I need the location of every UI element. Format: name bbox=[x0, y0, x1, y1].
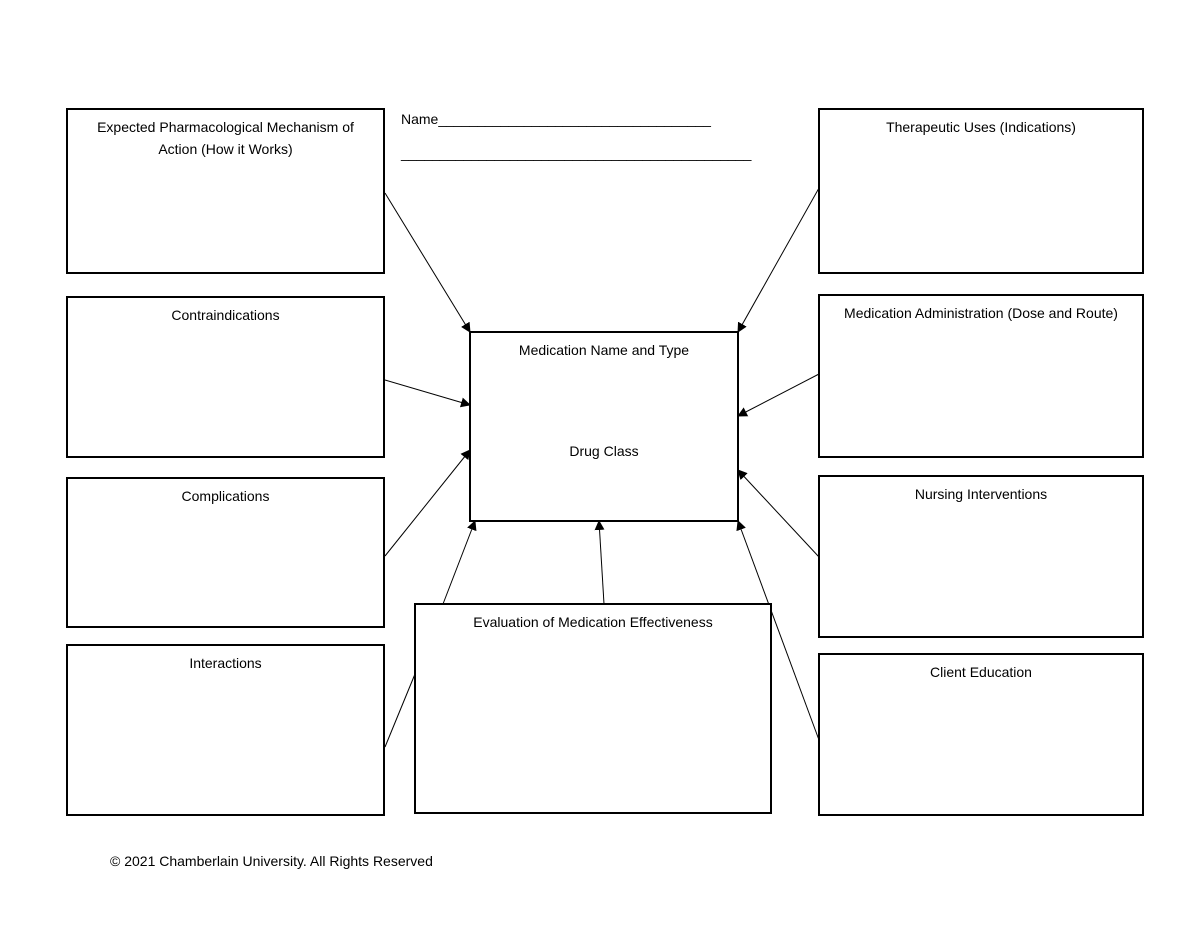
arrow-interactions bbox=[384, 673, 416, 748]
administration-title: Medication Administration (Dose and Rout… bbox=[844, 305, 1118, 321]
client-education-box: Client Education bbox=[818, 653, 1144, 816]
arrow-evaluation-left bbox=[442, 520, 477, 605]
medication-center-box: Medication Name and Type Drug Class bbox=[469, 331, 739, 522]
medication-name-title: Medication Name and Type bbox=[518, 342, 690, 358]
therapeutic-uses-title: Therapeutic Uses (Indications) bbox=[886, 119, 1076, 135]
contraindications-box: Contraindications bbox=[66, 296, 385, 458]
evaluation-box: Evaluation of Medication Effectiveness bbox=[414, 603, 772, 814]
drug-class-label: Drug Class bbox=[569, 443, 639, 459]
copyright-footer: © 2021 Chamberlain University. All Right… bbox=[110, 853, 433, 869]
therapeutic-uses-box: Therapeutic Uses (Indications) bbox=[818, 108, 1144, 274]
name-field-line: Name___________________________________ bbox=[401, 111, 711, 127]
contraindications-title: Contraindications bbox=[171, 307, 280, 323]
nursing-interventions-title: Nursing Interventions bbox=[914, 486, 1048, 502]
interactions-box: Interactions bbox=[66, 644, 385, 816]
complications-box: Complications bbox=[66, 477, 385, 628]
mechanism-box: Expected Pharmacological Mechanism of Ac… bbox=[66, 108, 385, 274]
interactions-title: Interactions bbox=[189, 655, 262, 671]
client-education-title: Client Education bbox=[930, 664, 1032, 680]
arrow-mechanism bbox=[384, 192, 471, 333]
administration-box: Medication Administration (Dose and Rout… bbox=[818, 294, 1144, 458]
arrow-nursing bbox=[737, 469, 820, 558]
nursing-interventions-box: Nursing Interventions bbox=[818, 475, 1144, 638]
name-field-line-2: ________________________________________… bbox=[401, 145, 752, 161]
mechanism-title: Expected Pharmacological Mechanism of Ac… bbox=[97, 119, 354, 157]
evaluation-title: Evaluation of Medication Effectiveness bbox=[473, 614, 713, 630]
arrow-complications bbox=[384, 449, 471, 557]
arrow-therapeutic-uses bbox=[737, 187, 820, 333]
arrow-evaluation-center bbox=[594, 520, 605, 605]
arrow-administration bbox=[737, 373, 820, 417]
complications-title: Complications bbox=[181, 488, 270, 504]
arrow-contraindications bbox=[384, 379, 471, 408]
